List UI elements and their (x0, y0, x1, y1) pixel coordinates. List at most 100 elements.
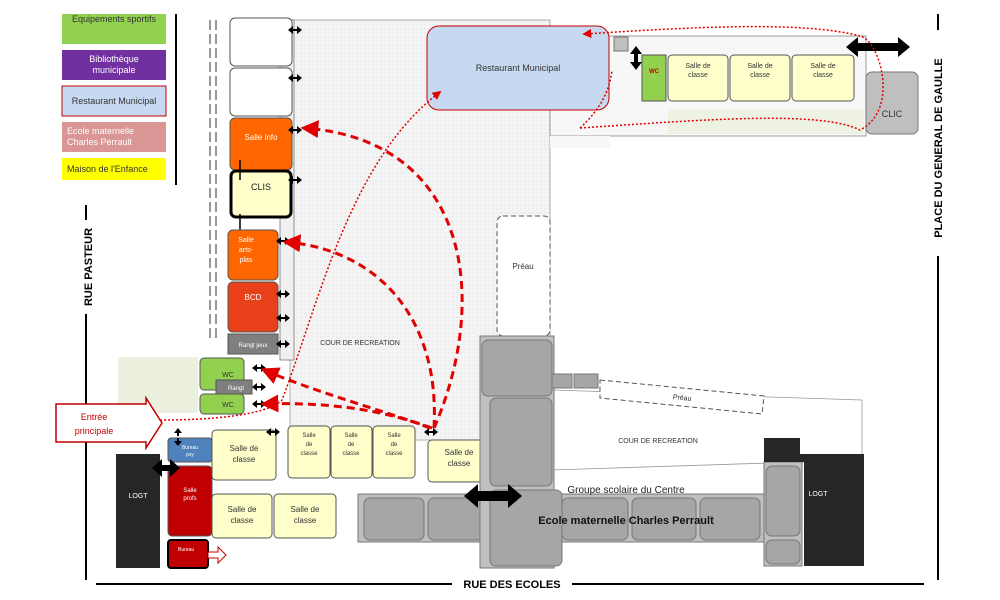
maternelle-small-2 (573, 373, 599, 389)
maternelle-room-5 (699, 497, 761, 541)
street-rue-pasteur: RUE PASTEUR (83, 228, 95, 306)
entree-arrow (55, 395, 163, 451)
legend-item-library (62, 50, 166, 80)
legend-item-restaurant (61, 85, 167, 117)
maternelle-room-2 (427, 497, 489, 541)
legend-item-sports (62, 14, 166, 44)
label-restaurant: Restaurant Municipal (476, 63, 561, 73)
maternelle-col-room-1 (481, 339, 553, 397)
maternelle-col-room-3 (489, 489, 563, 567)
label-clis: CLIS (251, 182, 271, 192)
room-restaurant (426, 25, 610, 111)
access-arrow-3 (288, 126, 302, 134)
room-clis (229, 169, 293, 219)
room-classe-l6 (211, 493, 273, 539)
legend-label-maternelle-l2: Charles Perrault (67, 137, 133, 147)
label-classe-l3-l2: de (348, 442, 355, 448)
route-dashed-rangt (260, 394, 431, 430)
legend-label-restaurant: Restaurant Municipal (72, 96, 157, 106)
access-arrow-12 (266, 428, 280, 436)
entree-principale: Entrée principale (55, 395, 163, 451)
room-clic (865, 71, 919, 135)
room-logt-left (116, 454, 160, 568)
preau-lower (599, 379, 765, 415)
legend-label-sports: Equipements sportifs (72, 14, 157, 24)
bureau-exit-arrow (207, 545, 227, 565)
label-classe-l6-l1: Salle de (228, 505, 257, 514)
label-rangt: Rangt (228, 386, 244, 392)
label-classe-l4-l2: de (391, 442, 398, 448)
label-bureau-psy-l1: Bureau (182, 445, 198, 451)
label-classe-l1-l2: classe (233, 455, 256, 464)
label-entree: Entrée principale (75, 412, 114, 436)
maternelle-room-1 (363, 497, 425, 541)
label-clic: CLIC (882, 109, 903, 119)
route-dashed-info (300, 120, 464, 429)
label-classe-l1-l1: Salle de (230, 444, 259, 453)
label-classe-l5-l1: Salle de (445, 448, 474, 457)
label-classe-l3: Salle de classe (342, 433, 360, 457)
green-strip (668, 110, 864, 134)
room-classe-l4 (372, 425, 416, 479)
room-bureau (167, 539, 209, 569)
courtyard-extension (550, 136, 610, 148)
access-arrow-11 (252, 400, 266, 408)
label-entree-l1: Entrée (81, 412, 108, 422)
label-preau-lower: Préau (673, 394, 692, 403)
label-salle-profs-l1: Salle (183, 488, 197, 494)
room-classe-top-1 (667, 54, 729, 102)
room-empty-2 (229, 67, 293, 117)
maternelle-small-1 (551, 373, 573, 389)
access-arrow-18 (174, 428, 182, 446)
label-cour-1: COUR DE RECREATION (320, 340, 400, 347)
label-bureau-psy-l2: psy (186, 452, 194, 458)
room-bcd (227, 281, 279, 333)
label-classe-top-2-l2: classe (750, 72, 770, 79)
label-classe-l7-l2: classe (294, 516, 317, 525)
label-wc-top: WC (649, 69, 660, 75)
label-salle-info: Salle info (245, 133, 278, 142)
room-wc-2 (199, 393, 245, 415)
room-logt-right (764, 438, 864, 566)
access-arrow-15 (464, 484, 522, 508)
label-classe-top-1-l1: Salle de (685, 63, 710, 70)
label-classe-top-3-l2: classe (813, 72, 833, 79)
room-empty-1 (229, 17, 293, 67)
route-dotted-link (579, 69, 613, 129)
room-classe-top-2 (729, 54, 791, 102)
label-classe-l4-l3: classe (385, 451, 403, 457)
label-salle-arts-l2: arts- (239, 247, 254, 254)
legend-label-enfance: Maison de l'Enfance (67, 164, 148, 174)
label-logt-right: LOGT (808, 491, 828, 498)
access-arrow-7 (276, 314, 290, 322)
label-logt-left: LOGT (128, 493, 148, 500)
label-classe-l3-l3: classe (342, 451, 360, 457)
label-classe-l2-l1: Salle (302, 433, 316, 439)
label-cour-2: COUR DE RECREATION (618, 438, 698, 445)
maternelle-col-room-2 (489, 397, 553, 487)
label-classe-l5-l2: classe (448, 459, 471, 468)
room-classe-top-3 (791, 54, 855, 102)
label-salle-profs-l2: profs (183, 496, 196, 502)
access-arrow-13 (424, 428, 438, 436)
access-arrow-9 (252, 364, 266, 372)
room-salle-arts (227, 229, 279, 281)
label-bureau: Bureau (178, 547, 194, 553)
label-entree-l2: principale (75, 426, 114, 436)
access-arrow-1 (288, 26, 302, 34)
legend-label-library-l1: Bibliothèque (89, 54, 139, 64)
legend-label-library-l2: municipale (92, 65, 135, 75)
label-classe-l3-l1: Salle (344, 433, 358, 439)
